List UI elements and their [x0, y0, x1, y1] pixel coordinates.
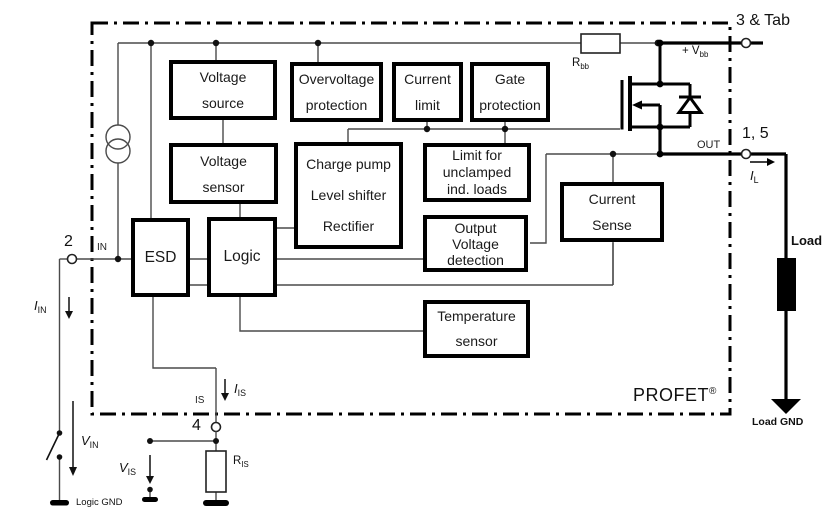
block-current-sense: Current Sense	[560, 182, 664, 242]
block-label: Level shifter	[310, 187, 387, 203]
pin-1-5-label: 1, 5	[742, 125, 769, 142]
sense-junction-dots	[147, 438, 219, 493]
block-temperature-sensor: Temperature sensor	[423, 300, 530, 358]
block-label: Temperature	[437, 308, 516, 324]
ris-gnd-symbol	[203, 500, 229, 506]
block-label: Gate	[494, 71, 526, 87]
pin-4-label: 4	[192, 417, 201, 434]
rbb-resistor-symbol	[580, 33, 621, 54]
rbb-label: Rbb	[572, 57, 590, 71]
logic-gnd-symbol	[50, 500, 69, 506]
block-label: protection	[479, 97, 541, 113]
block-interconnect-wires	[76, 120, 658, 422]
block-label: Charge pump	[306, 156, 391, 172]
block-logic: Logic	[207, 217, 277, 297]
block-label: Limit for	[452, 147, 502, 163]
logic-gnd-label: Logic GND	[76, 497, 123, 508]
block-label: sensor	[202, 178, 245, 195]
interconnect-junction-dots	[114, 125, 617, 263]
input-pin-wire	[58, 258, 68, 500]
device-boundary-dashed-box	[90, 21, 732, 416]
block-label: Sense	[592, 217, 632, 233]
body-diode-symbol	[660, 82, 704, 129]
block-gate-protection: Gate protection	[470, 62, 550, 122]
block-output-voltage-detection: Output Voltage detection	[423, 215, 528, 272]
block-label: detection	[447, 251, 504, 268]
vin-voltage-arrow	[69, 401, 77, 476]
port-in-label: IN	[97, 242, 107, 253]
block-current-limit: Current limit	[392, 62, 463, 122]
iis-current-arrow	[221, 379, 229, 401]
block-label: Current	[404, 71, 451, 87]
port-out-label: OUT	[697, 139, 721, 151]
block-label: ESD	[144, 248, 177, 266]
load-gnd-arrowhead	[771, 399, 801, 414]
block-overvoltage-protection: Overvoltage protection	[290, 62, 383, 122]
block-label: source	[201, 95, 245, 111]
block-label: sensor	[455, 333, 498, 349]
block-label: Output	[454, 219, 497, 236]
block-voltage-sensor: Voltage sensor	[169, 143, 278, 204]
block-label: Voltage	[452, 235, 499, 252]
vis-voltage-arrow	[146, 455, 154, 484]
block-label: Voltage	[199, 69, 247, 85]
ris-resistor-symbol	[205, 450, 227, 493]
block-label: Current	[588, 191, 636, 207]
load-gnd-label: Load GND	[752, 416, 804, 428]
vis-gnd-symbol	[142, 497, 158, 502]
load-label: Load	[791, 233, 823, 248]
block-label: limit	[415, 97, 440, 113]
vbb-label: + Vbb	[682, 45, 709, 59]
ris-label: RIS	[233, 455, 249, 469]
current-source-symbol	[105, 124, 131, 259]
pin-2-terminal-circle	[66, 253, 78, 265]
vis-label: VIS	[119, 460, 137, 477]
profet-brand-label: PROFET®	[633, 385, 717, 405]
pin-15-terminal-circle	[740, 148, 752, 160]
block-label: ind. loads	[447, 181, 507, 197]
block-charge-pump: Charge pump Level shifter Rectifier	[294, 142, 403, 249]
iis-label: IIS	[234, 381, 246, 398]
block-esd: ESD	[131, 218, 190, 297]
pin-2-label: 2	[64, 233, 73, 250]
out-pin-wire	[658, 152, 788, 258]
port-is-label: IS	[195, 395, 205, 406]
load-resistor-symbol	[771, 258, 801, 414]
block-label: Overvoltage	[298, 71, 375, 87]
power-mosfet-symbol	[620, 41, 662, 156]
block-voltage-source: Voltage source	[169, 60, 277, 120]
il-current-arrow	[750, 158, 775, 166]
block-label: Logic	[223, 248, 261, 265]
block-label: Rectifier	[322, 218, 375, 234]
vin-label: VIN	[81, 433, 99, 450]
input-switch-symbol	[45, 430, 63, 461]
iin-label: IIN	[34, 298, 47, 315]
block-label: protection	[305, 97, 368, 113]
block-label: unclamped	[442, 164, 512, 180]
iin-current-arrow	[65, 297, 73, 319]
pin-4-terminal-circle	[210, 421, 222, 433]
il-label: IL	[750, 168, 759, 185]
pin-3-tab-label: 3 & Tab	[736, 12, 790, 29]
pin-3-terminal-circle	[740, 37, 752, 49]
mosfet-body-arrow	[632, 100, 642, 110]
block-label: Voltage	[200, 152, 247, 169]
block-limit-unclamped-loads: Limit for unclamped ind. loads	[423, 143, 531, 202]
